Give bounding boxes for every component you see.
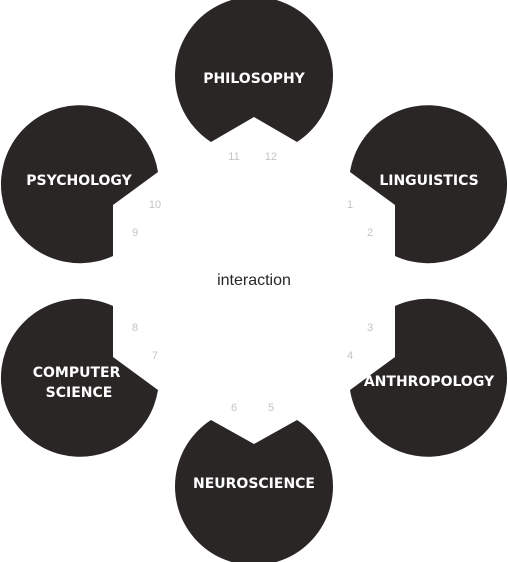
- disc-computer-science: COMPUTER SCIENCE: [0, 298, 158, 457]
- disc-linguistics: LINGUISTICS: [350, 105, 508, 264]
- link-number-10: 10: [149, 199, 161, 211]
- link-numbers: 1 2 3 4 5 6 7 8 9 10 11 12: [132, 151, 373, 414]
- disc-shape-neuroscience: [175, 420, 333, 562]
- disc-label-line: SCIENCE: [46, 385, 113, 401]
- link-number-1: 1: [347, 199, 353, 211]
- disc-label-line: ANTHROPOLOGY: [364, 374, 495, 390]
- disc-label-philosophy: PHILOSOPHY: [203, 71, 305, 87]
- disc-label-linguistics: LINGUISTICS: [379, 173, 478, 189]
- disc-psychology: PSYCHOLOGY: [0, 105, 158, 264]
- disc-label-computer-science: COMPUTER SCIENCE: [33, 365, 126, 401]
- disc-philosophy: PHILOSOPHY: [175, 0, 333, 142]
- link-number-6: 6: [231, 402, 237, 414]
- disc-label-line: COMPUTER: [33, 365, 121, 381]
- disc-shape-linguistics: [350, 105, 508, 264]
- disc-shape-psychology: [0, 105, 158, 264]
- disc-label-anthropology: ANTHROPOLOGY: [364, 374, 495, 390]
- link-number-4: 4: [347, 350, 353, 362]
- disc-label-line: NEUROSCIENCE: [193, 476, 315, 492]
- disc-shape-computer-science: [0, 298, 158, 457]
- disc-label-line: LINGUISTICS: [379, 173, 478, 189]
- link-number-5: 5: [268, 402, 274, 414]
- link-number-3: 3: [367, 322, 373, 334]
- disc-label-line: PSYCHOLOGY: [26, 173, 132, 189]
- link-number-12: 12: [265, 151, 277, 163]
- link-number-9: 9: [132, 227, 138, 239]
- disc-shape-philosophy: [175, 0, 333, 142]
- disc-label-neuroscience: NEUROSCIENCE: [193, 476, 315, 492]
- link-number-11: 11: [228, 151, 239, 163]
- disc-label-line: PHILOSOPHY: [203, 71, 305, 87]
- disc-neuroscience: NEUROSCIENCE: [175, 420, 333, 562]
- link-number-7: 7: [152, 350, 158, 362]
- disc-label-psychology: PSYCHOLOGY: [26, 173, 132, 189]
- disc-shape-anthropology: [350, 298, 508, 457]
- link-number-2: 2: [367, 227, 373, 239]
- center-label: interaction: [217, 272, 291, 289]
- disc-anthropology: ANTHROPOLOGY: [350, 298, 508, 457]
- link-number-8: 8: [132, 322, 138, 334]
